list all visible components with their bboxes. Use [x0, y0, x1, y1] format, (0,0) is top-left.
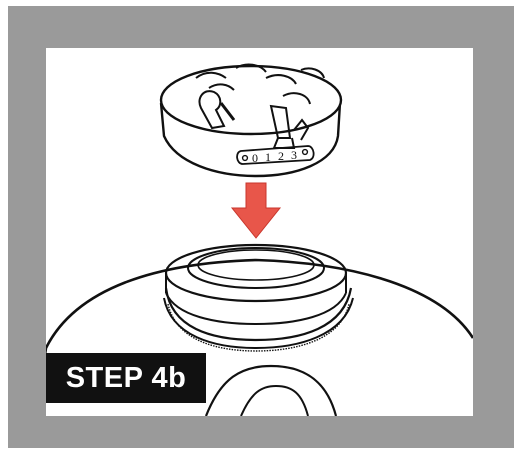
- down-arrow-icon: [232, 183, 280, 238]
- dial-number-2: 2: [278, 149, 284, 163]
- dial-number-1: 1: [265, 150, 271, 164]
- step-label: STEP 4b: [46, 353, 206, 403]
- valve-cap-icon: [161, 65, 341, 176]
- illustration-panel: 0 1 2 3 STEP 4b: [46, 48, 473, 416]
- dial-number-3: 3: [291, 148, 297, 162]
- dial-number-0: 0: [252, 151, 258, 165]
